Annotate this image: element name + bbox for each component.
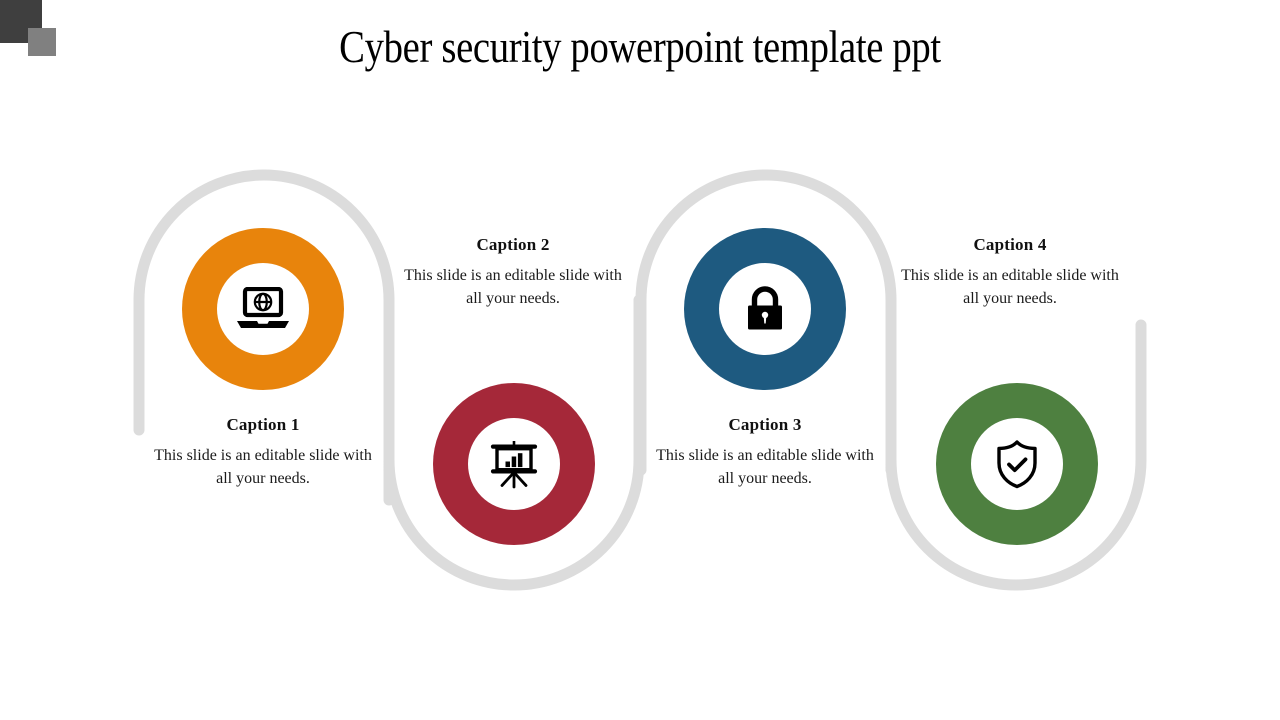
item-ring-3[interactable]: [684, 228, 846, 390]
laptop-globe-icon: [237, 287, 289, 328]
caption-heading-3: Caption 3: [728, 415, 802, 434]
caption-body-2: This slide is an editable slide with all…: [404, 267, 622, 307]
padlock-closed-icon: [748, 286, 782, 330]
corner-square-gray: [28, 28, 56, 56]
caption-block-2: Caption 2 This slide is an editable slid…: [398, 234, 628, 310]
page-title: Cyber security powerpoint template ppt: [339, 22, 941, 72]
item-ring-4[interactable]: [936, 383, 1098, 545]
ring-inner-circle-2: [468, 418, 560, 510]
shield-check-icon: [997, 440, 1037, 489]
caption-heading-1: Caption 1: [226, 415, 300, 434]
ring-inner-circle-1: [217, 263, 309, 355]
caption-body-1: This slide is an editable slide with all…: [154, 447, 372, 487]
ring-inner-circle-3: [719, 263, 811, 355]
caption-block-3: Caption 3 This slide is an editable slid…: [650, 414, 880, 490]
caption-heading-4: Caption 4: [973, 235, 1047, 254]
caption-heading-2: Caption 2: [476, 235, 550, 254]
caption-block-4: Caption 4 This slide is an editable slid…: [895, 234, 1125, 310]
caption-body-3: This slide is an editable slide with all…: [656, 447, 874, 487]
caption-body-4: This slide is an editable slide with all…: [901, 267, 1119, 307]
ring-inner-circle-4: [971, 418, 1063, 510]
caption-block-1: Caption 1 This slide is an editable slid…: [148, 414, 378, 490]
item-ring-2[interactable]: [433, 383, 595, 545]
presentation-bar-chart-icon: [490, 441, 538, 489]
item-ring-1[interactable]: [182, 228, 344, 390]
